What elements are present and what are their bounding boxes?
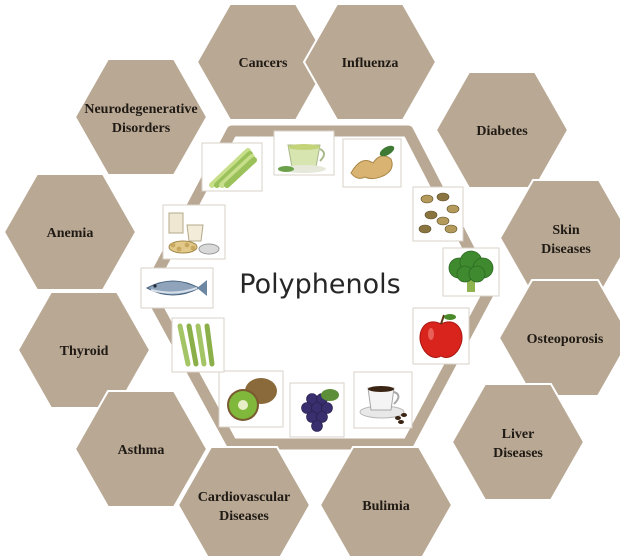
hex-label: Influenza (342, 56, 399, 71)
hex-liver-diseases: LiverDiseases (452, 384, 584, 500)
hex-diabetes: Diabetes (436, 72, 568, 188)
hex-bulimia: Bulimia (320, 447, 452, 556)
center-title: Polyphenols (239, 269, 400, 300)
hex-label: Cancers (239, 56, 289, 71)
soy-icon (163, 205, 225, 259)
hex-label: Asthma (118, 443, 165, 458)
hex-label: Osteoporosis (527, 332, 604, 347)
apple-icon (413, 308, 469, 364)
green-beans-icon (172, 318, 224, 372)
hex-anemia: Anemia (4, 174, 136, 290)
coffee-icon (354, 372, 412, 428)
green-tea-icon (274, 131, 334, 175)
hex-shape (75, 59, 207, 175)
hex-osteoporosis: Osteoporosis (499, 280, 620, 396)
kiwi-icon (219, 371, 283, 427)
hex-label: Bulimia (362, 499, 409, 514)
seeds-icon (413, 187, 463, 241)
hex-label: Anemia (47, 226, 94, 241)
hex-skin-diseases: SkinDiseases (500, 180, 620, 296)
fish-icon (141, 268, 213, 308)
grapes-icon (290, 383, 344, 437)
hex-shape (452, 384, 584, 500)
hex-neurodegenerative-disorders: NeurodegenerativeDisorders (75, 59, 207, 175)
hex-label: Diabetes (476, 124, 528, 139)
hex-influenza: Influenza (304, 4, 436, 120)
hex-shape (500, 180, 620, 296)
broccoli-icon (443, 248, 499, 296)
ginger-icon (343, 139, 401, 187)
hex-label: Thyroid (60, 344, 109, 359)
celery-icon (202, 143, 262, 191)
